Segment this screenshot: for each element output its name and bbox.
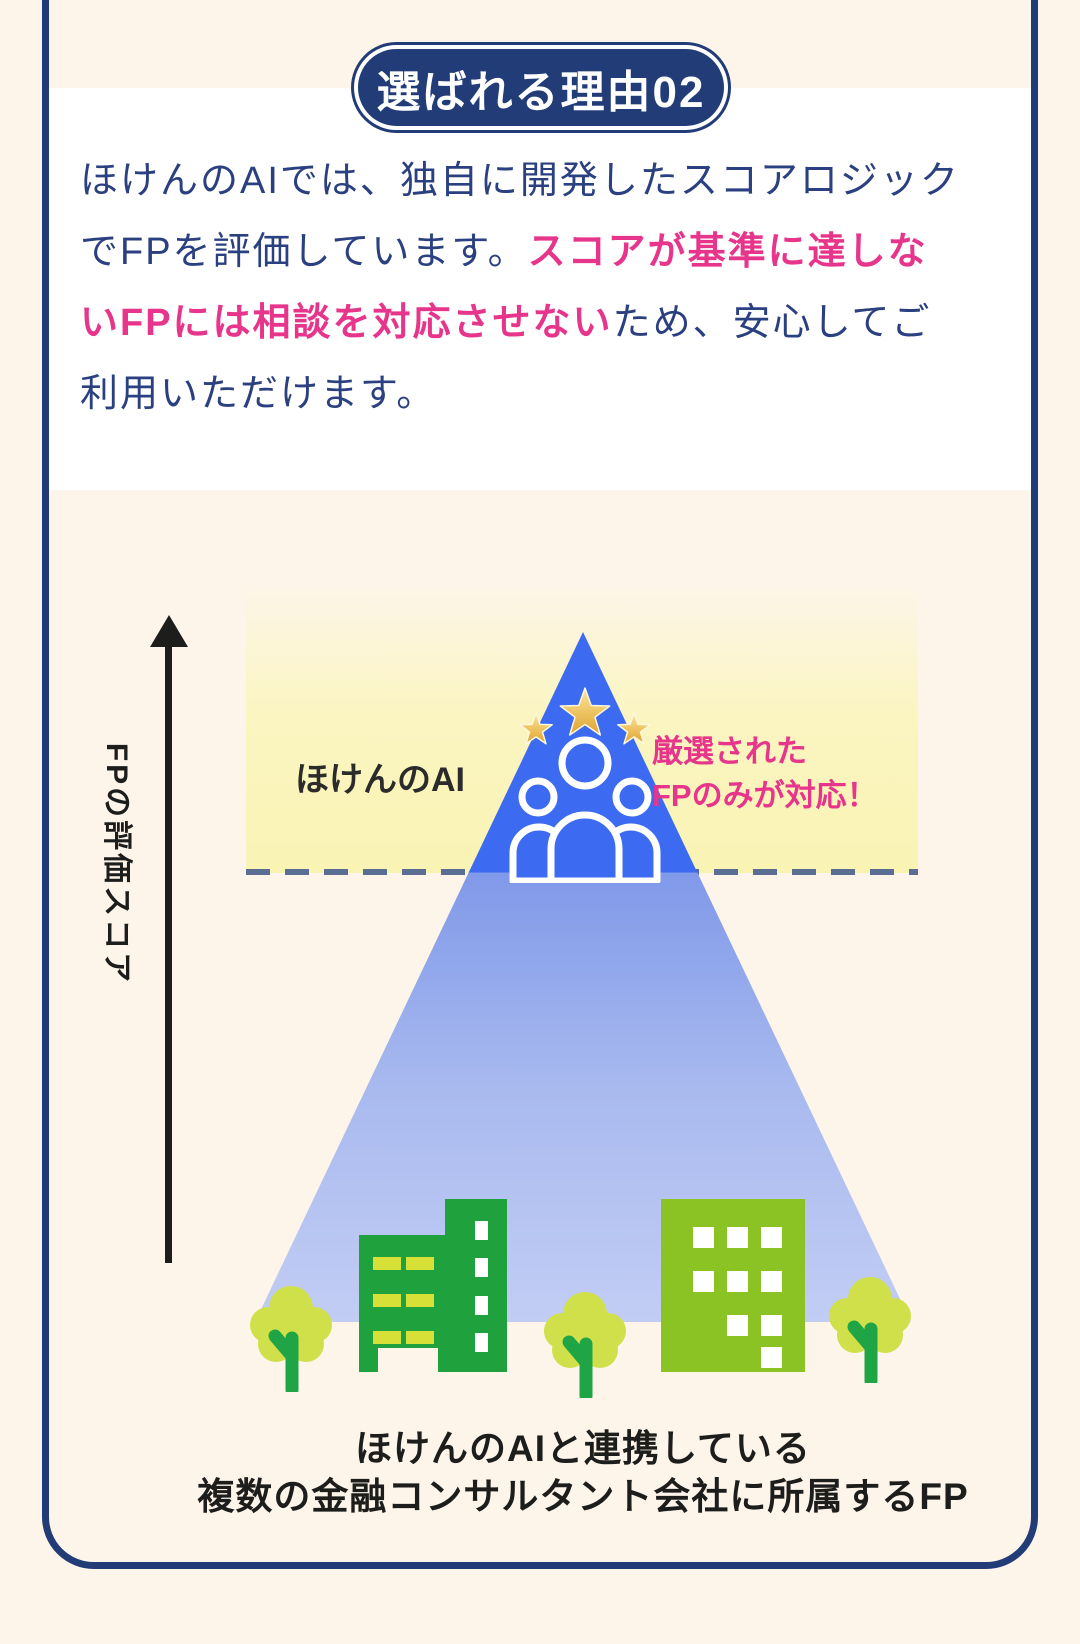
diagram-caption-line-2: 複数の金融コンサルタント会社に所属するFP	[197, 1476, 969, 1517]
intro-text: 利用いただけます。	[80, 373, 437, 415]
arrow-up-icon	[150, 615, 188, 647]
callout-line-2: FPのみが対応！	[652, 778, 878, 813]
intro-line-2: でFPを評価しています。スコアが基準に達しな	[80, 217, 1020, 288]
building-door	[378, 1348, 438, 1374]
tree-icon	[829, 1277, 911, 1383]
selected-fp-callout: 厳選された FPのみが対応！	[652, 730, 878, 818]
score-axis-label: FPの評価スコア	[100, 742, 133, 986]
window	[373, 1257, 401, 1270]
intro-emphasis-text: スコアが基準に達しな	[527, 231, 928, 273]
window	[761, 1271, 782, 1292]
score-axis-arrow-line	[165, 645, 172, 1263]
window	[406, 1331, 434, 1344]
window	[693, 1271, 714, 1292]
window	[693, 1227, 714, 1248]
window	[727, 1271, 748, 1292]
window	[475, 1333, 488, 1352]
tree-icon	[544, 1292, 626, 1398]
window	[761, 1227, 782, 1248]
window	[406, 1257, 434, 1270]
reason-badge: 選ばれる理由02	[354, 45, 728, 130]
building-icon-dark-tower	[445, 1199, 507, 1372]
callout-line-1: 厳選された	[652, 734, 807, 769]
reason-badge-label: 選ばれる理由02	[376, 67, 706, 117]
window	[727, 1227, 748, 1248]
window	[475, 1258, 488, 1277]
intro-paragraph: ほけんのAIでは、独自に開発したスコアロジック でFPを評価しています。スコアが…	[80, 146, 1020, 430]
intro-line-3: いFPには相談を対応させないため、安心してご	[80, 288, 1020, 359]
intro-text: ため、安心してご	[612, 302, 932, 344]
window	[406, 1294, 434, 1307]
window	[727, 1315, 748, 1336]
window	[475, 1296, 488, 1315]
intro-panel	[49, 88, 1031, 490]
intro-line-1: ほけんのAIでは、独自に開発したスコアロジック	[80, 146, 1020, 217]
window	[373, 1331, 401, 1344]
section-frame	[42, 0, 1038, 1569]
three-stars-icon	[519, 687, 651, 745]
intro-line-4: 利用いただけます。	[80, 359, 1020, 430]
window	[475, 1221, 488, 1240]
brand-label: ほけんのAI	[295, 761, 465, 799]
intro-text: ほけんのAIでは、独自に開発したスコアロジック	[80, 160, 960, 202]
fp-group-icon	[509, 736, 661, 883]
tree-icon	[250, 1286, 332, 1392]
intro-emphasis-text: いFPには相談を対応させない	[80, 302, 613, 344]
diagram-caption-line-1: ほけんのAIと連携している	[355, 1428, 811, 1469]
intro-text: でFPを評価しています。	[80, 231, 528, 273]
window	[373, 1294, 401, 1307]
window	[761, 1315, 782, 1336]
building-icon-light-green	[661, 1199, 805, 1372]
window	[761, 1347, 782, 1368]
